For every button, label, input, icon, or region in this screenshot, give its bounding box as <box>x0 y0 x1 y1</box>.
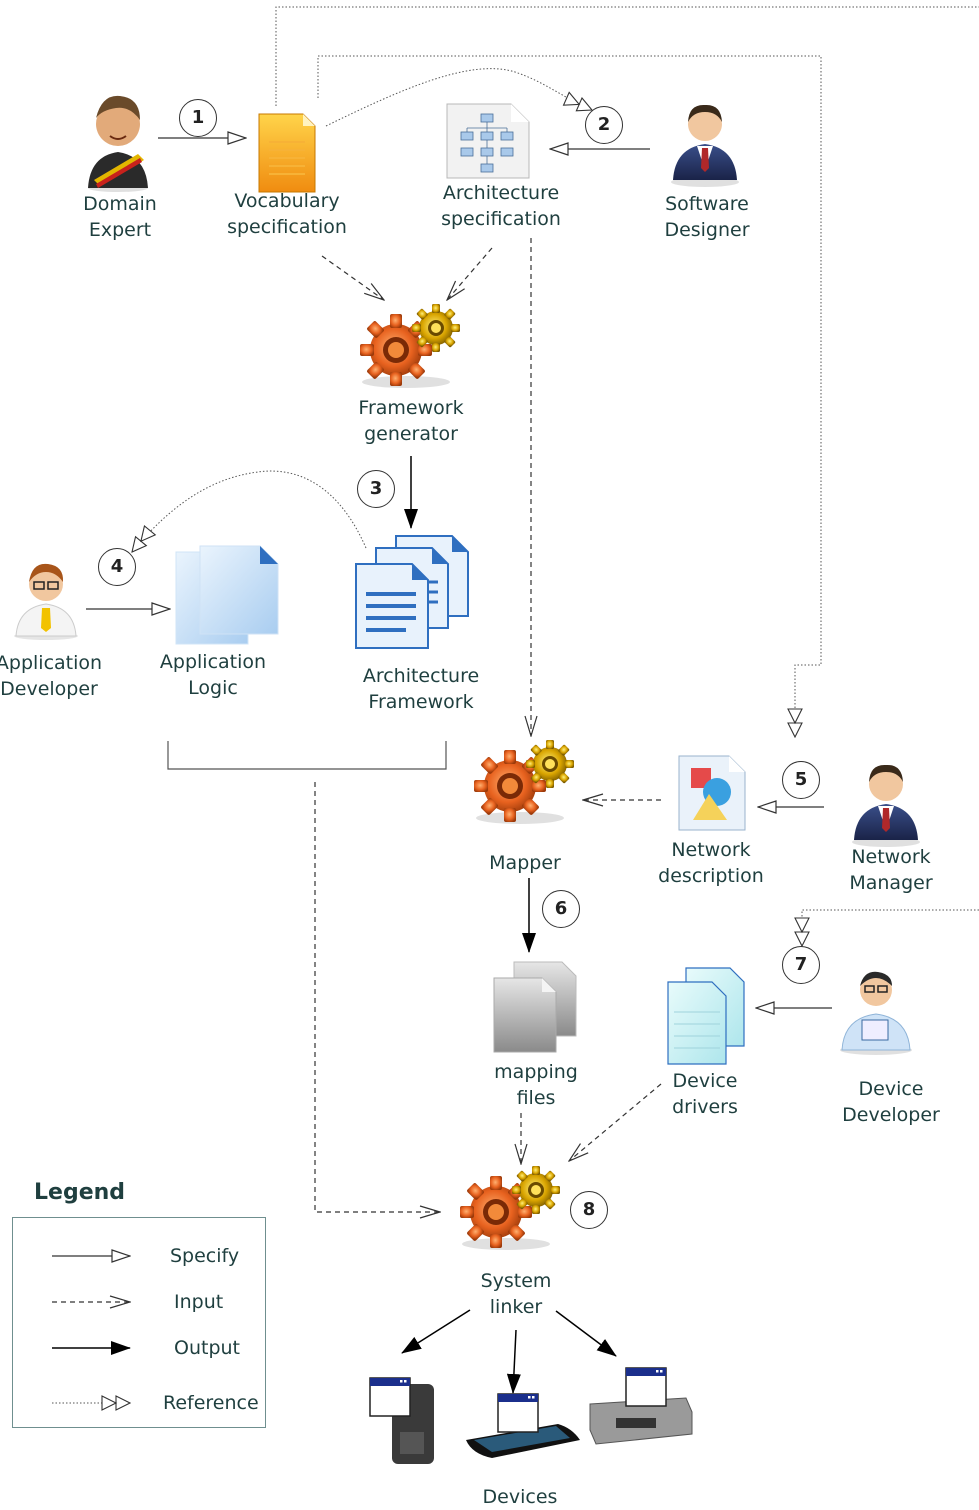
step-3-badge: 3 <box>357 470 395 508</box>
edge-vocab-drivers-ref <box>275 6 979 106</box>
legend-reference-label: Reference <box>163 1392 259 1414</box>
legend-input-label: Input <box>174 1291 224 1313</box>
edge-vocab-netdesc-ref <box>317 55 822 737</box>
step-6-badge: 6 <box>542 890 580 928</box>
edge-archfw-logic-ref <box>132 470 367 552</box>
edge-linker-device2 <box>506 1329 521 1394</box>
device-1-icon <box>369 1377 434 1464</box>
network-manager-icon <box>852 764 920 847</box>
device-drivers-icon <box>667 967 745 1065</box>
device-2-icon <box>466 1393 580 1458</box>
application-developer-icon <box>14 563 78 640</box>
network-description-icon <box>678 755 746 831</box>
device-3-icon <box>589 1367 693 1445</box>
software-designer-icon <box>671 104 739 187</box>
application-logic-icon <box>175 545 279 645</box>
step-4-badge: 4 <box>98 548 136 586</box>
step-2-badge: 2 <box>585 106 623 144</box>
edge-linker-device3 <box>555 1310 617 1357</box>
edge-ref-to-drivers <box>802 909 979 946</box>
framework-generator-gears-icon <box>360 304 460 388</box>
edge-arch-fwgen <box>447 247 493 300</box>
step-7-badge: 7 <box>782 946 820 984</box>
mapper-gears-icon <box>474 740 574 824</box>
edge-drivers-linker <box>569 1083 662 1161</box>
app-group-bracket <box>167 741 447 770</box>
mapper-label: Mapper <box>489 852 561 874</box>
mapping-files-icon <box>493 961 577 1053</box>
architecture-spec-icon <box>446 103 530 179</box>
legend-box <box>12 1217 266 1428</box>
device-developer-icon <box>840 971 912 1055</box>
edge-vocab-fwgen <box>321 255 384 300</box>
legend-specify-label: Specify <box>170 1245 240 1267</box>
edge-app-linker <box>314 782 440 1212</box>
legend-title: Legend <box>34 1180 126 1205</box>
legend-output-label: Output <box>174 1337 240 1359</box>
domain-expert-icon <box>88 95 148 192</box>
edge-linker-device1 <box>401 1309 471 1354</box>
system-linker-gears-icon <box>460 1166 560 1250</box>
step-8-badge: 8 <box>570 1191 608 1229</box>
edge-vocab-arch-ref <box>325 68 592 127</box>
devices-label: Devices <box>482 1486 558 1508</box>
architecture-framework-icon <box>355 535 469 649</box>
step-1-badge: 1 <box>179 99 217 137</box>
vocabulary-spec-icon <box>258 113 316 193</box>
step-5-badge: 5 <box>782 761 820 799</box>
